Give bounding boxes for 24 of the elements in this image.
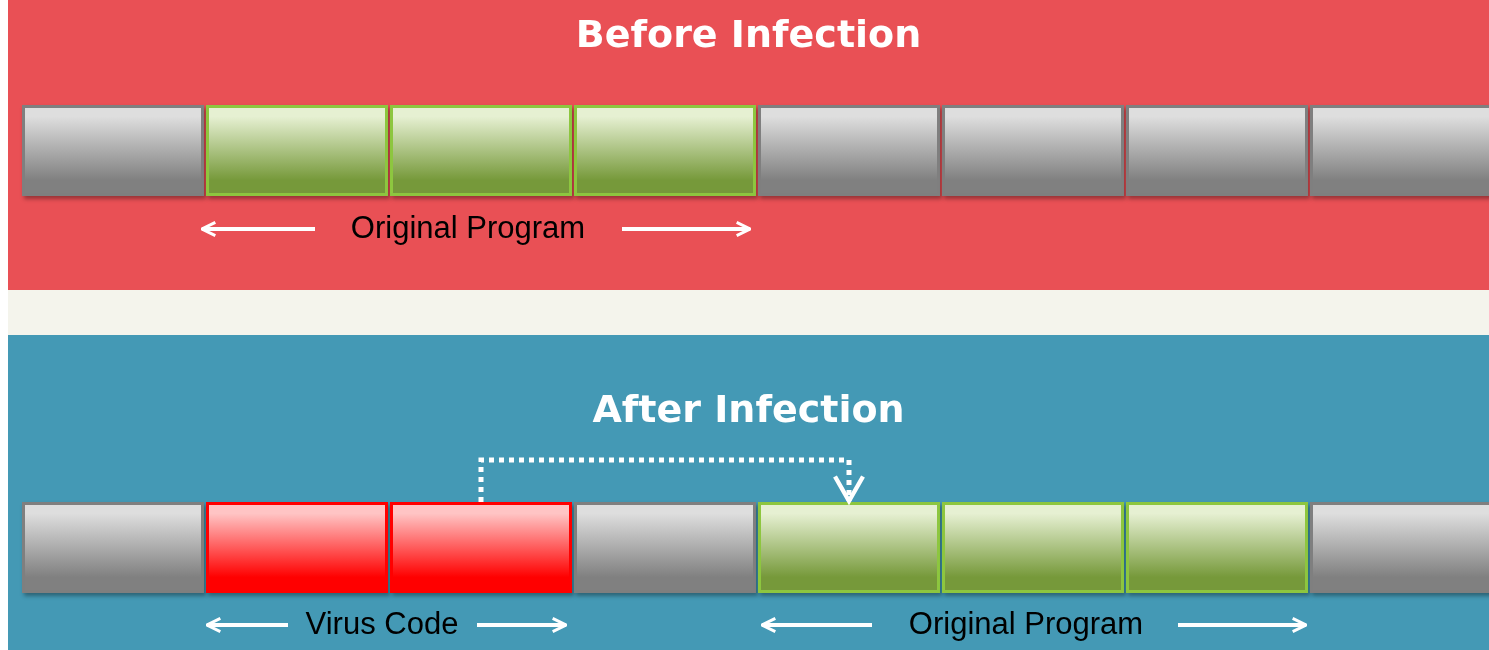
program-block	[1126, 502, 1308, 593]
virus-block	[390, 502, 572, 593]
section-band	[8, 335, 1489, 650]
memory-block	[22, 105, 204, 196]
memory-block	[1126, 105, 1308, 196]
span-label: Original Program	[350, 210, 586, 246]
span-label: Original Program	[908, 606, 1144, 642]
section-title: After Infection	[591, 387, 906, 431]
memory-block	[942, 105, 1124, 196]
section-band	[8, 0, 1489, 290]
memory-block	[1310, 105, 1489, 196]
program-block	[758, 502, 940, 593]
program-block	[574, 105, 756, 196]
program-block	[942, 502, 1124, 593]
virus-block	[206, 502, 388, 593]
section-title: Before Infection	[574, 12, 923, 56]
memory-block	[22, 502, 204, 593]
memory-block	[1310, 502, 1489, 593]
memory-block	[758, 105, 940, 196]
span-label: Virus Code	[305, 606, 459, 642]
dotted-arrow	[478, 457, 866, 504]
program-block	[206, 105, 388, 196]
memory-block	[574, 502, 756, 593]
program-block	[390, 105, 572, 196]
